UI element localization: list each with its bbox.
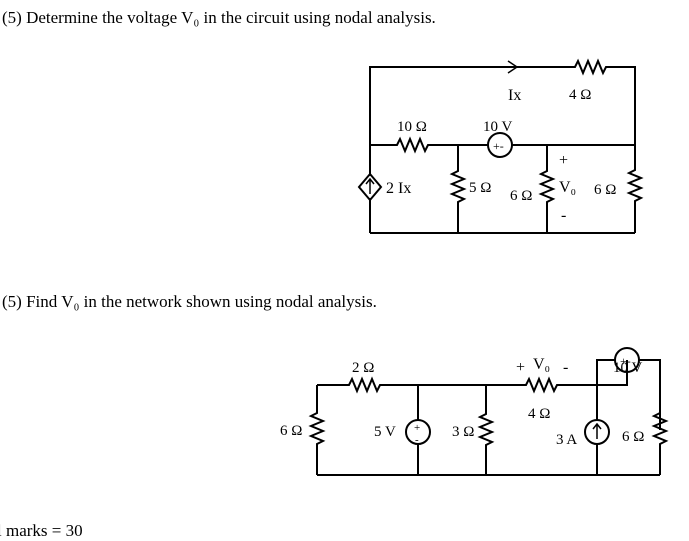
c2-vo-plus: + (516, 359, 525, 376)
c1-10ohm-label: 10 Ω (397, 119, 427, 135)
c1-2ix-label: 2 Ix (386, 180, 411, 197)
c1-10v-label: 10 V (483, 119, 512, 135)
c1-6ohm-a-label: 6 Ω (510, 188, 532, 204)
c2-vo-minus: - (563, 359, 568, 376)
c1-6ohm-vo-resistor (538, 145, 556, 233)
c2-10v-polarity: +- (620, 354, 631, 368)
c2-6ohm-left-resistor (308, 385, 326, 475)
c1-4ohm-label: 4 Ω (569, 87, 591, 103)
c1-vo-label: V₀ (559, 179, 576, 196)
c1-vo-minus: - (561, 207, 566, 224)
c2-5v-label: 5 V (374, 424, 396, 440)
c2-3a-label: 3 A (556, 432, 577, 448)
problem-2-title: (5) Find V₀ in the network shown using n… (2, 292, 377, 311)
c2-5v-source (405, 419, 431, 445)
c2-4ohm-label: 4 Ω (528, 406, 550, 422)
c2-top-right-wire (486, 360, 628, 394)
c2-top-left-wire (317, 376, 486, 394)
c2-3a-source (584, 419, 610, 445)
c2-3a-arrow (592, 422, 602, 439)
c1-5ohm-label: 5 Ω (469, 180, 491, 196)
c1-6ohm-right-resistor (626, 145, 644, 233)
c1-dependent-source (357, 172, 383, 202)
c2-6ohm-left-label: 6 Ω (280, 423, 302, 439)
c2-vo-label: V₀ (533, 356, 550, 373)
c2-6ohm-right-resistor (651, 412, 669, 475)
c2-3ohm-label: 3 Ω (452, 424, 474, 440)
c1-ix-arrow (507, 60, 519, 74)
circuit-1: +- Ix 4 Ω 10 Ω 10 V 2 Ix 5 Ω 6 Ω + V₀ - … (357, 58, 644, 234)
c1-middle-wire (370, 136, 635, 154)
problem-1-title: (5) Determine the voltage V₀ in the circ… (2, 8, 436, 27)
c1-top-wire (369, 58, 636, 145)
c1-ix-label: Ix (508, 87, 521, 104)
circuit-2: +- + - 2 Ω 6 Ω 5 V 3 Ω + V₀ - 4 Ω 3 A 10… (280, 347, 669, 476)
total-marks-footer: l marks = 30 (0, 521, 83, 540)
c2-2ohm-label: 2 Ω (352, 360, 374, 376)
c2-6ohm-right-label: 6 Ω (622, 429, 644, 445)
c1-10v-polarity: +- (493, 139, 504, 153)
c2-3ohm-resistor (477, 385, 495, 475)
c1-dependent-source-arrow (365, 177, 375, 194)
c2-10v-branch (596, 359, 661, 430)
c2-10v-source (614, 347, 640, 373)
c1-5ohm-resistor (449, 145, 467, 233)
c1-6ohm-b-label: 6 Ω (594, 182, 616, 198)
c1-vo-plus: + (559, 152, 568, 169)
c2-10v-label: 10 V (613, 360, 642, 376)
c1-10v-source (487, 132, 513, 158)
c2-5v-minus: - (415, 434, 419, 446)
c2-5v-plus: + (414, 422, 420, 434)
